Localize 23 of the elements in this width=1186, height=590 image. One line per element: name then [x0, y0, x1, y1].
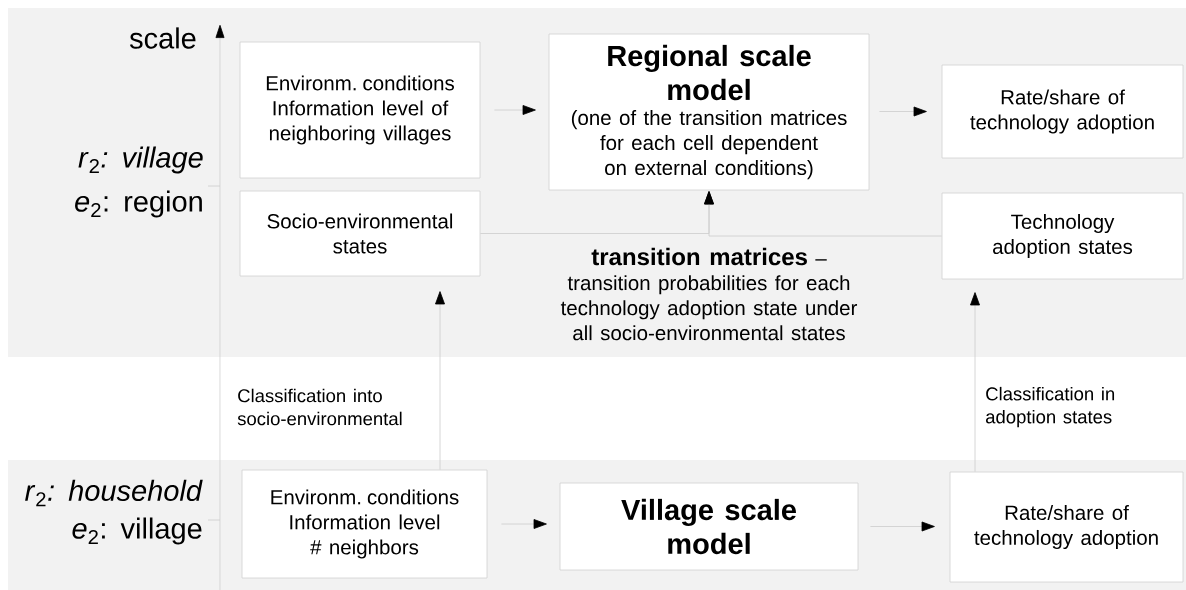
model-box: Regional scale model (one of the transition matrices for each cell dependent on external conditions)	[548, 33, 870, 191]
model-box: Village scale model	[559, 482, 859, 571]
process-box: Rate/share of technology adoption	[949, 471, 1184, 583]
arrow	[879, 106, 927, 117]
scale-label: r$_{2}$: village	[78, 146, 203, 174]
scale-label: e$_{2}$: region	[75, 190, 202, 218]
process-box: Rate/share of technology adoption	[941, 64, 1184, 159]
description-text: transition matrices – transition probabilities for each technology adoption state under all socio-environmental states	[560, 247, 858, 341]
arrow	[501, 519, 547, 529]
process-box: Environm. conditions Information level # neighbors	[241, 469, 488, 579]
process-box: Environm. conditions Information level of neighboring villages	[239, 41, 481, 179]
edge-label: Classification in adoption states	[986, 386, 1115, 428]
scale-label: r$_{2}$: household	[25, 479, 203, 507]
arrow	[435, 291, 445, 470]
arrow	[870, 521, 935, 532]
arrow	[494, 105, 536, 115]
arrow	[970, 292, 980, 472]
process-box: Technology adoption states	[941, 192, 1184, 280]
process-box: Socio-environmental states	[239, 190, 481, 277]
axis-label: scale	[129, 27, 196, 49]
arrow	[704, 191, 942, 237]
edge-label: Classification into socio-environmental	[237, 388, 402, 426]
scale-label: e$_{2}$: village	[72, 517, 202, 545]
